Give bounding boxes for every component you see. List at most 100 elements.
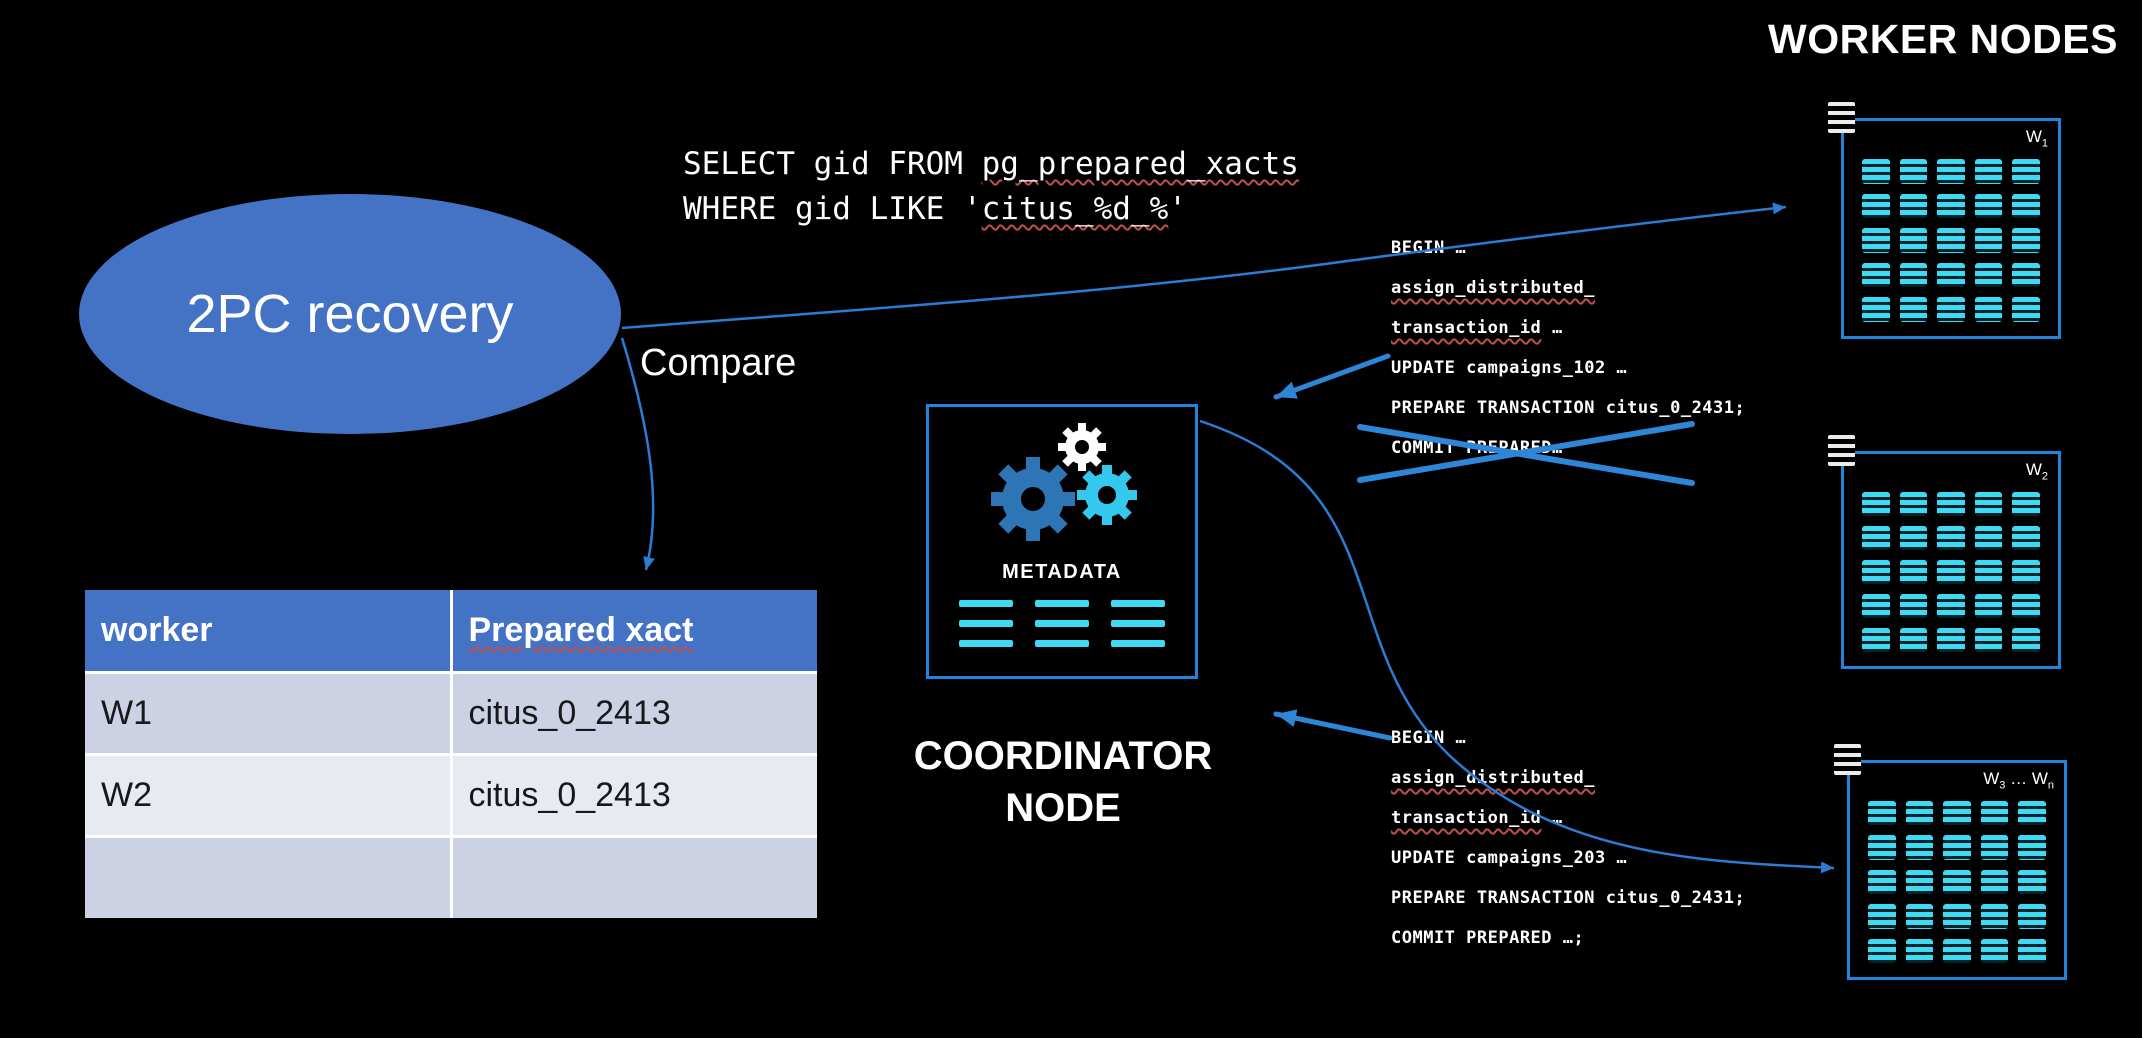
table-cell (451, 834, 817, 918)
code-line: BEGIN … (1391, 238, 1467, 258)
shard-cell (1899, 193, 1928, 219)
worker-node-box: W3 … Wn (1834, 744, 2067, 980)
worker-node-box: W2 (1828, 435, 2061, 669)
arrow-xact1-to-coordinator (1273, 353, 1391, 400)
sql-line: WHERE gid LIKE 'citus_%d_%' (683, 191, 1187, 227)
code-line: UPDATE campaigns_102 … (1391, 358, 1628, 378)
list-lines-column (1035, 600, 1089, 647)
code-line: transaction_id … (1391, 318, 1563, 338)
shard-cell (2012, 228, 2040, 253)
shard-cell (1974, 594, 2003, 618)
shard-cell (1974, 228, 2003, 253)
list-line (959, 620, 1013, 627)
coordinator-label-line2: NODE (1005, 786, 1121, 830)
shard-cell (1937, 594, 1965, 618)
shard-cell (1899, 628, 1928, 652)
shard-cell (1862, 560, 1890, 584)
shard-cell (1980, 801, 2009, 826)
shard-cell (1862, 594, 1890, 618)
shard-cell (1868, 904, 1896, 929)
code-line: COMMIT PREPARED… (1391, 438, 1563, 458)
shard-cell (1905, 904, 1934, 929)
list-line (1035, 620, 1089, 627)
table-cell: W2 (85, 752, 453, 836)
worker-node-label: W1 (2025, 127, 2048, 150)
shard-cell (1868, 869, 1896, 895)
shard-cell (2012, 594, 2040, 618)
transaction-block-2: BEGIN …assign_distributed_transaction_id… (1391, 718, 1745, 958)
server-rack-icon (1828, 435, 1855, 466)
shard-cell (1862, 526, 1890, 550)
shard-cell (2012, 297, 2040, 322)
shard-cell (2018, 938, 2046, 963)
metadata-label: METADATA (1002, 561, 1122, 583)
shard-cell (1937, 262, 1965, 288)
shard-cell (2012, 628, 2040, 652)
shard-cell (2012, 159, 2040, 184)
shard-cell (1899, 492, 1928, 516)
shard-cell (1899, 262, 1928, 288)
shard-cell (1980, 869, 2009, 895)
code-line: COMMIT PREPARED …; (1391, 928, 1585, 948)
table-cell: citus_0_2413 (451, 752, 817, 836)
shard-cell (2018, 801, 2046, 826)
worker-nodes-heading: WORKER NODES (1768, 16, 2118, 62)
gear-white-icon (1058, 423, 1106, 471)
shard-cell (1980, 904, 2009, 929)
shard-cell (2012, 526, 2040, 550)
list-line (1111, 640, 1165, 647)
shard-cell (1937, 228, 1965, 253)
shard-cell (1937, 159, 1965, 184)
list-lines-column (959, 600, 1013, 647)
list-line (959, 640, 1013, 647)
server-rack-icon (1828, 102, 1855, 133)
shard-cell (1943, 801, 1971, 826)
shard-cell (1862, 228, 1890, 253)
shard-cell (1937, 297, 1965, 322)
list-lines-icon (959, 600, 1165, 647)
table-header-cell: worker (85, 590, 453, 672)
shard-cell (1899, 526, 1928, 550)
recovery-ellipse: 2PC recovery (79, 194, 621, 434)
shard-cell (1905, 801, 1934, 826)
worker-node-label: W2 (2025, 460, 2048, 483)
list-line (1111, 600, 1165, 607)
shard-cell (1899, 594, 1928, 618)
code-line: BEGIN … (1391, 728, 1467, 748)
shard-cell (1905, 835, 1934, 860)
shard-cell (1974, 492, 2003, 516)
worker-node-box: W1 (1828, 102, 2061, 339)
code-line: PREPARE TRANSACTION citus_0_2431; (1391, 888, 1746, 908)
shard-cell (1899, 297, 1928, 322)
transaction-block-1: BEGIN …assign_distributed_transaction_id… (1391, 228, 1745, 468)
shard-cell (2018, 904, 2046, 929)
shard-cell (1868, 938, 1896, 963)
shard-cell (1937, 526, 1965, 550)
shard-grid (1868, 801, 2046, 963)
list-line (1035, 640, 1089, 647)
shard-cell (1862, 262, 1890, 288)
sql-line: SELECT gid FROM pg_prepared_xacts (683, 146, 1299, 182)
compare-label: Compare (640, 342, 797, 384)
list-lines-column (1111, 600, 1165, 647)
shard-grid (1862, 492, 2040, 652)
gear-cyan-icon (1077, 465, 1137, 525)
shard-cell (1937, 628, 1965, 652)
code-line: UPDATE campaigns_203 … (1391, 848, 1628, 868)
shard-grid (1862, 159, 2040, 322)
shard-cell (1943, 835, 1971, 860)
shard-cell (1937, 193, 1965, 219)
shard-cell (2012, 492, 2040, 516)
code-line: assign_distributed_ (1391, 768, 1595, 788)
shard-cell (1943, 938, 1971, 963)
shard-cell (1974, 297, 2003, 322)
code-line: PREPARE TRANSACTION citus_0_2431; (1391, 398, 1746, 418)
list-line (959, 600, 1013, 607)
shard-cell (1862, 297, 1890, 322)
shard-cell (1862, 492, 1890, 516)
